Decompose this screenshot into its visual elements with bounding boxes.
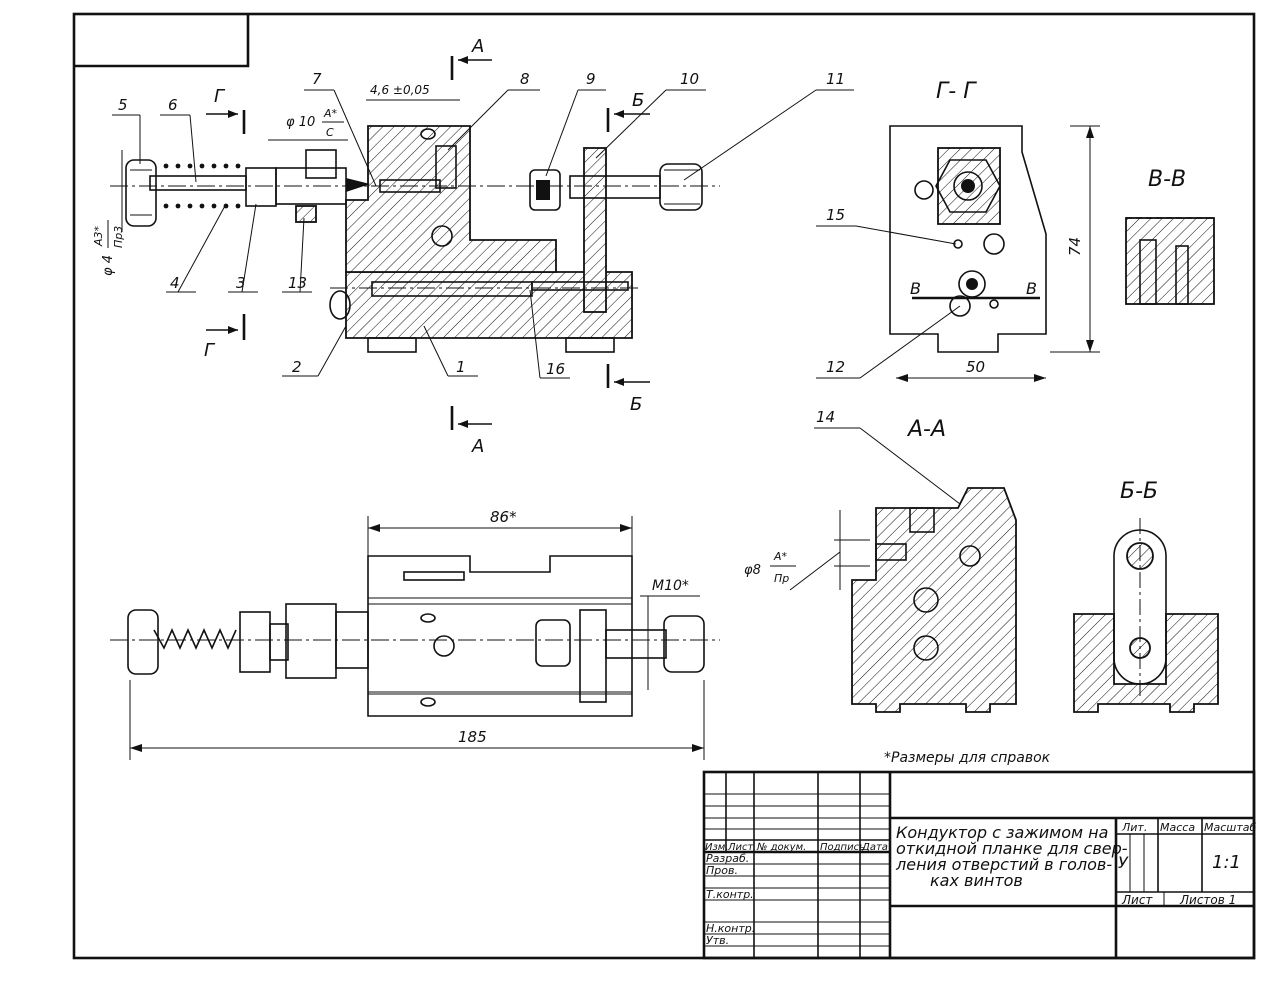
- cut-mark-g-bottom: Г: [204, 340, 216, 361]
- section-vv-title: В-В: [1148, 167, 1186, 192]
- dim-50: 50: [966, 358, 985, 376]
- tb-header-sign: Подпись: [820, 842, 865, 853]
- cut-mark-b-bottom: Б: [630, 394, 642, 415]
- spring-coils: [163, 163, 241, 209]
- callout-1: 1: [456, 358, 466, 376]
- callout-10: 10: [680, 70, 699, 88]
- callout-11: 11: [826, 70, 845, 88]
- cut-mark-b-top: Б: [632, 90, 644, 111]
- callout-12: 12: [826, 358, 845, 376]
- callout-16: 16: [546, 360, 565, 378]
- dim-m10: M10*: [652, 578, 689, 594]
- section-bb-view: Б-Б: [1073, 479, 1219, 713]
- tb-sheets: Листов 1: [1179, 893, 1236, 907]
- sheet-frame: [72, 12, 1256, 960]
- callout-7: 7: [312, 70, 322, 88]
- tb-product-line-3: ления отверстий в голов-: [895, 855, 1112, 874]
- cut-markers-front: А А Б Б Г Г: [204, 36, 650, 457]
- tb-role-tkontr: Т.контр.: [706, 888, 754, 901]
- callout-14: 14: [816, 408, 835, 426]
- tb-header-date: Дата: [861, 842, 888, 853]
- cut-mark-v-left: В: [910, 279, 921, 298]
- dim-d8-num: А*: [773, 550, 788, 563]
- dim-d10-den: С: [326, 126, 334, 139]
- dim-d8-phi: φ8: [744, 563, 761, 578]
- dim-74: 74: [1066, 237, 1084, 256]
- front-section-view: [110, 125, 720, 353]
- tb-sheet: Лист: [1121, 893, 1153, 907]
- dim-d4-phi: φ 4: [101, 255, 116, 276]
- callout-6: 6: [168, 96, 178, 114]
- section-aa-view: А-А 14 φ8 А* Пр: [744, 408, 1017, 713]
- callout-5: 5: [118, 96, 128, 114]
- callout-4: 4: [170, 274, 180, 292]
- dimensions-front: 4,6 ±0,05 φ 10 А* С φ 4 А3* Пр3: [92, 83, 460, 276]
- tb-col-scale: Масштаб: [1204, 821, 1256, 834]
- dim-86: 86*: [490, 508, 517, 526]
- tb-role-nkontr: Н.контр.: [706, 922, 755, 935]
- section-vv-view: В-В: [1125, 167, 1215, 305]
- cut-mark-a-top: А: [471, 36, 484, 57]
- section-aa-title: А-А: [906, 417, 946, 442]
- callout-2: 2: [292, 358, 302, 376]
- cut-mark-a-bottom: А: [471, 436, 484, 457]
- callout-9: 9: [586, 70, 596, 88]
- callout-8: 8: [520, 70, 530, 88]
- dim-185: 185: [458, 728, 487, 746]
- tb-role-utv: Утв.: [706, 934, 729, 947]
- tb-lit-value: У: [1118, 853, 1129, 872]
- dim-d10-num: А*: [323, 107, 338, 120]
- section-gg-title: Г- Г: [936, 79, 977, 104]
- callout-3: 3: [236, 274, 246, 292]
- tb-header-doc: № докум.: [756, 842, 806, 853]
- tb-header-izm: Изм.: [705, 842, 729, 853]
- tb-product-line-2: откидной планке для свер-: [896, 839, 1128, 858]
- tb-scale-value: 1:1: [1212, 852, 1241, 873]
- tb-product-line-4: ках винтов: [930, 871, 1023, 890]
- callout-15: 15: [826, 206, 845, 224]
- tb-col-mass: Масса: [1160, 821, 1195, 834]
- tb-role-prov: Пров.: [706, 864, 738, 877]
- dim-d4-den: Пр3: [112, 226, 125, 248]
- dim-d10-phi: φ 10: [286, 115, 315, 130]
- plan-view: 86* 185 M10*: [110, 508, 720, 760]
- dim-d8-den: Пр: [774, 572, 789, 585]
- tb-header-list: Лист: [727, 842, 755, 853]
- dim-tolerance: 4,6 ±0,05: [370, 83, 430, 97]
- callouts-front: 5 6 7 8 9 10 11 4 3 13 2 1 16: [112, 70, 854, 379]
- reference-note: *Размеры для справок: [884, 750, 1051, 766]
- callout-13: 13: [288, 274, 307, 292]
- tb-product-line-1: Кондуктор с зажимом на: [896, 823, 1108, 842]
- cut-mark-v-right: В: [1026, 279, 1037, 298]
- section-gg-view: Г- Г В В 74 50 15 12: [816, 79, 1100, 382]
- section-bb-title: Б-Б: [1120, 479, 1158, 504]
- tb-role-razrab: Разраб.: [706, 852, 749, 865]
- cut-mark-g-top: Г: [214, 86, 226, 107]
- tb-col-lit: Лит.: [1121, 821, 1147, 834]
- title-block: Изм. Лист № докум. Подпись Дата Разраб. …: [702, 770, 1256, 960]
- dim-d4-num: А3*: [92, 225, 105, 247]
